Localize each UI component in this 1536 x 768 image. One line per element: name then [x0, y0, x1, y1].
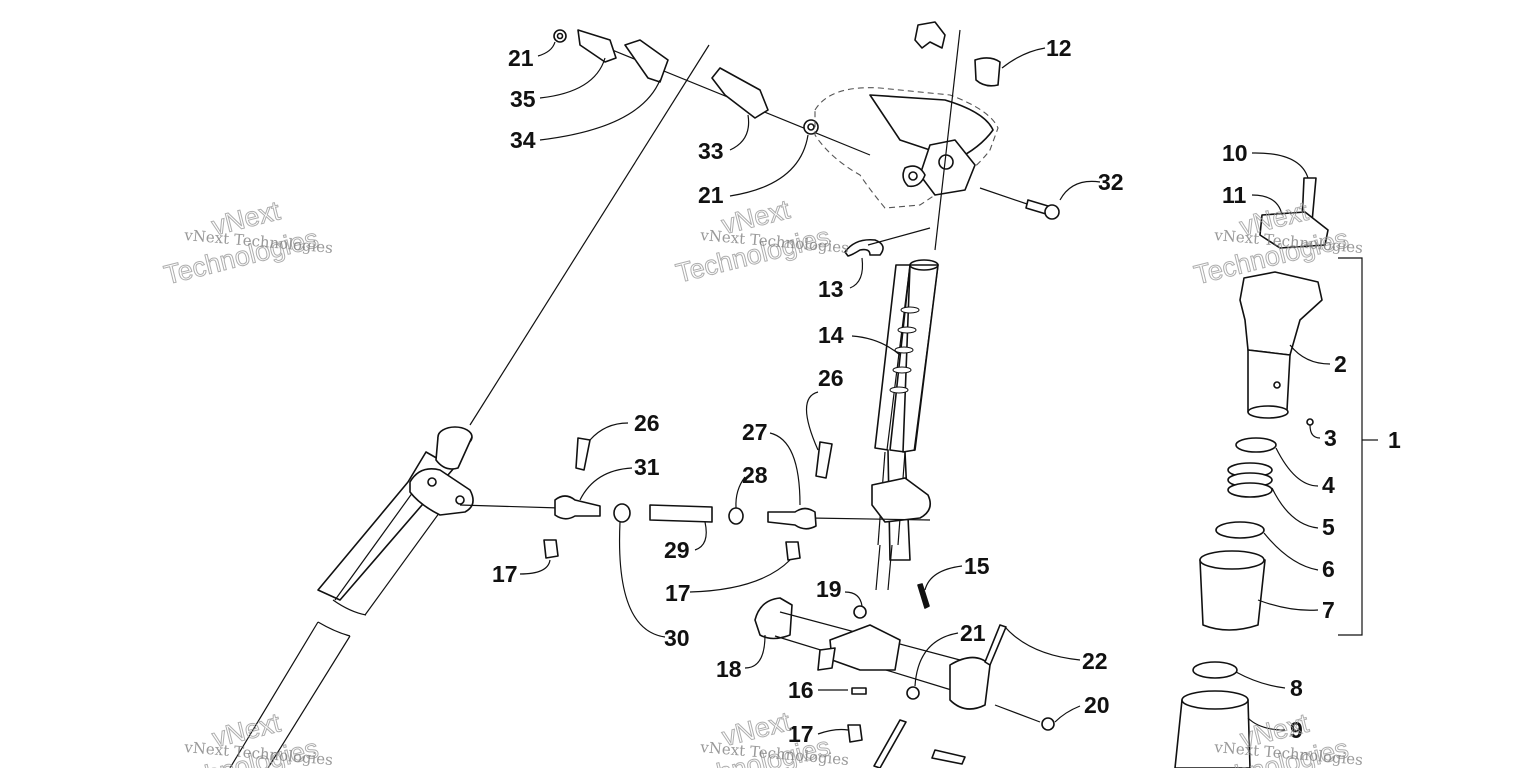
callout-18: 18 — [716, 656, 742, 682]
steering-shaft — [229, 44, 710, 768]
part-32-bolt — [979, 187, 1060, 220]
callout-3: 3 — [1324, 425, 1337, 451]
callout-26-left: 26 — [634, 410, 660, 436]
callout-22: 22 — [1082, 648, 1108, 674]
callout-7: 7 — [1322, 597, 1335, 623]
steering-bracket — [814, 29, 999, 251]
part-12-clip — [914, 21, 1001, 87]
callout-17-middle: 17 — [665, 580, 691, 606]
callout-27: 27 — [742, 419, 768, 445]
callout-28: 28 — [742, 462, 768, 488]
callout-9: 9 — [1290, 717, 1303, 743]
callout-35: 35 — [510, 86, 536, 112]
callout-31: 31 — [634, 454, 660, 480]
callout-32: 32 — [1098, 169, 1124, 195]
callout-26-right: 26 — [818, 365, 844, 391]
part-14-lower-shaft — [871, 259, 939, 591]
callout-labels: 1 2 3 4 5 6 7 8 9 10 11 12 13 14 15 16 1… — [492, 35, 1401, 747]
callout-33: 33 — [698, 138, 724, 164]
callout-1: 1 — [1388, 427, 1401, 453]
callout-20: 20 — [1084, 692, 1110, 718]
tie-rod-assembly — [459, 437, 931, 561]
callout-15: 15 — [964, 553, 990, 579]
callout-4: 4 — [1322, 472, 1335, 498]
callout-10: 10 — [1222, 140, 1248, 166]
callout-34: 34 — [510, 127, 536, 153]
leader-lines — [519, 41, 1331, 735]
callout-8: 8 — [1290, 675, 1303, 701]
callout-5: 5 — [1322, 514, 1335, 540]
callout-17-bottom: 17 — [788, 721, 814, 747]
part-18-crossshaft — [754, 583, 1055, 768]
callout-29: 29 — [664, 537, 690, 563]
callout-21-bracket: 21 — [698, 182, 724, 208]
callout-14: 14 — [818, 322, 844, 348]
callout-12: 12 — [1046, 35, 1072, 61]
callout-19: 19 — [816, 576, 842, 602]
callout-16: 16 — [788, 677, 814, 703]
callout-21-lower: 21 — [960, 620, 986, 646]
callout-13: 13 — [818, 276, 844, 302]
callout-6: 6 — [1322, 556, 1335, 582]
callout-17-left: 17 — [492, 561, 518, 587]
column-assembly — [1174, 177, 1378, 768]
callout-2: 2 — [1334, 351, 1347, 377]
callout-30: 30 — [664, 625, 690, 651]
callout-21-top: 21 — [508, 45, 534, 71]
callout-11: 11 — [1222, 182, 1247, 208]
upper-linkage — [553, 29, 871, 156]
